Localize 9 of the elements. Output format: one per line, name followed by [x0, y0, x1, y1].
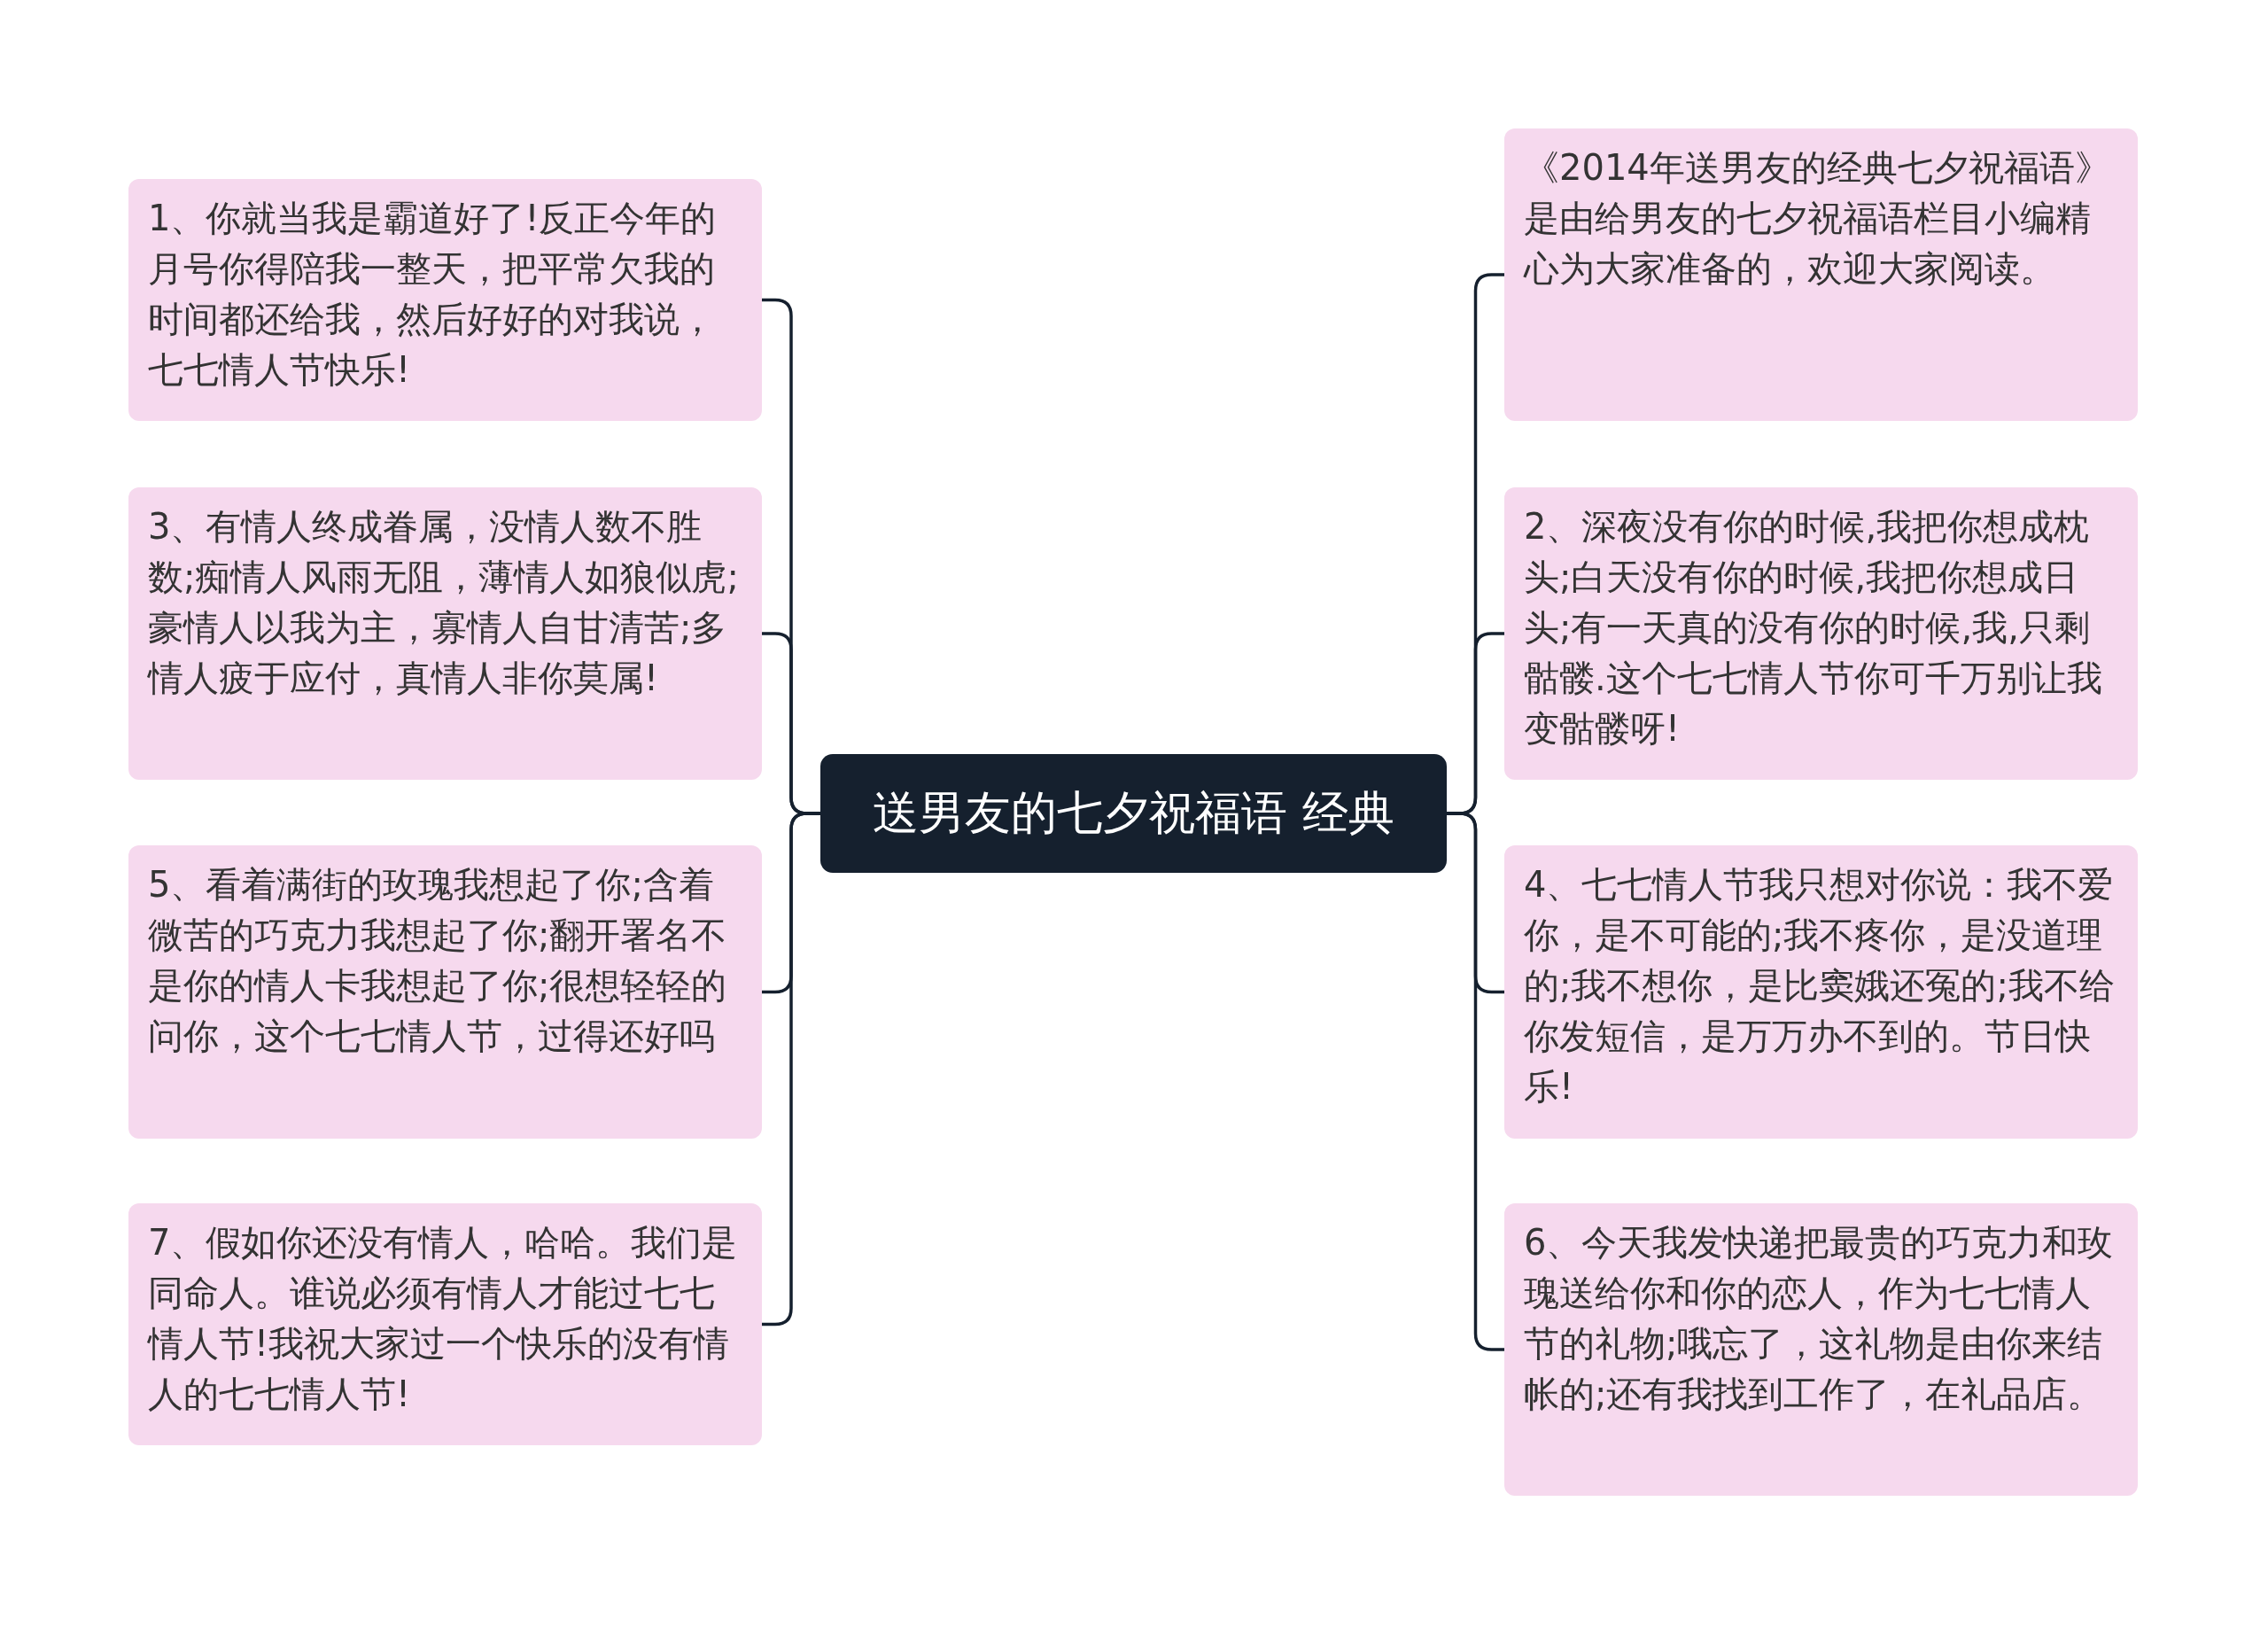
text-box: 1、你就当我是霸道好了!反正今年的月号你得陪我一整天，把平常欠我的时间都还给我，然后好好的对我说，七七情人节快乐! — [128, 179, 762, 421]
topic-box: 送男友的七夕祝福语 经典 — [820, 754, 1447, 873]
text-box: 5、看着满街的玫瑰我想起了你;含着微苦的巧克力我想起了你;翻开署名不是你的情人卡我想起了你;很想轻轻的问你，这个七七情人节，过得还好吗 — [128, 845, 762, 1139]
text-box: 3、有情人终成眷属，没情人数不胜数;痴情人风雨无阻，薄情人如狼似虎;豪情人以我为主，寡情人自甘清苦;多情人疲于应付，真情人非你莫属! — [128, 487, 762, 780]
text-box: 4、七七情人节我只想对你说：我不爱你，是不可能的;我不疼你，是没道理的;我不想你，是比窦娥还冤的;我不给你发短信，是万万办不到的。节日快乐! — [1504, 845, 2138, 1139]
text-box: 7、假如你还没有情人，哈哈。我们是同命人。谁说必须有情人才能过七七情人节!我祝大家过一个快乐的没有情人的七七情人节! — [128, 1203, 762, 1445]
text-box: 6、今天我发快递把最贵的巧克力和玫瑰送给你和你的恋人，作为七七情人节的礼物;哦忘了，这礼物是由你来结帐的;还有我找到工作了，在礼品店。 — [1504, 1203, 2138, 1496]
text-box: 2、深夜没有你的时候,我把你想成枕头;白天没有你的时候,我把你想成日头;有一天真的没有你的时候,我,只剩骷髅.这个七七情人节你可千万别让我变骷髅呀! — [1504, 487, 2138, 780]
text-box: 《2014年送男友的经典七夕祝福语》是由给男友的七夕祝福语栏目小编精心为大家准备的，欢迎大家阅读。 — [1504, 128, 2138, 421]
